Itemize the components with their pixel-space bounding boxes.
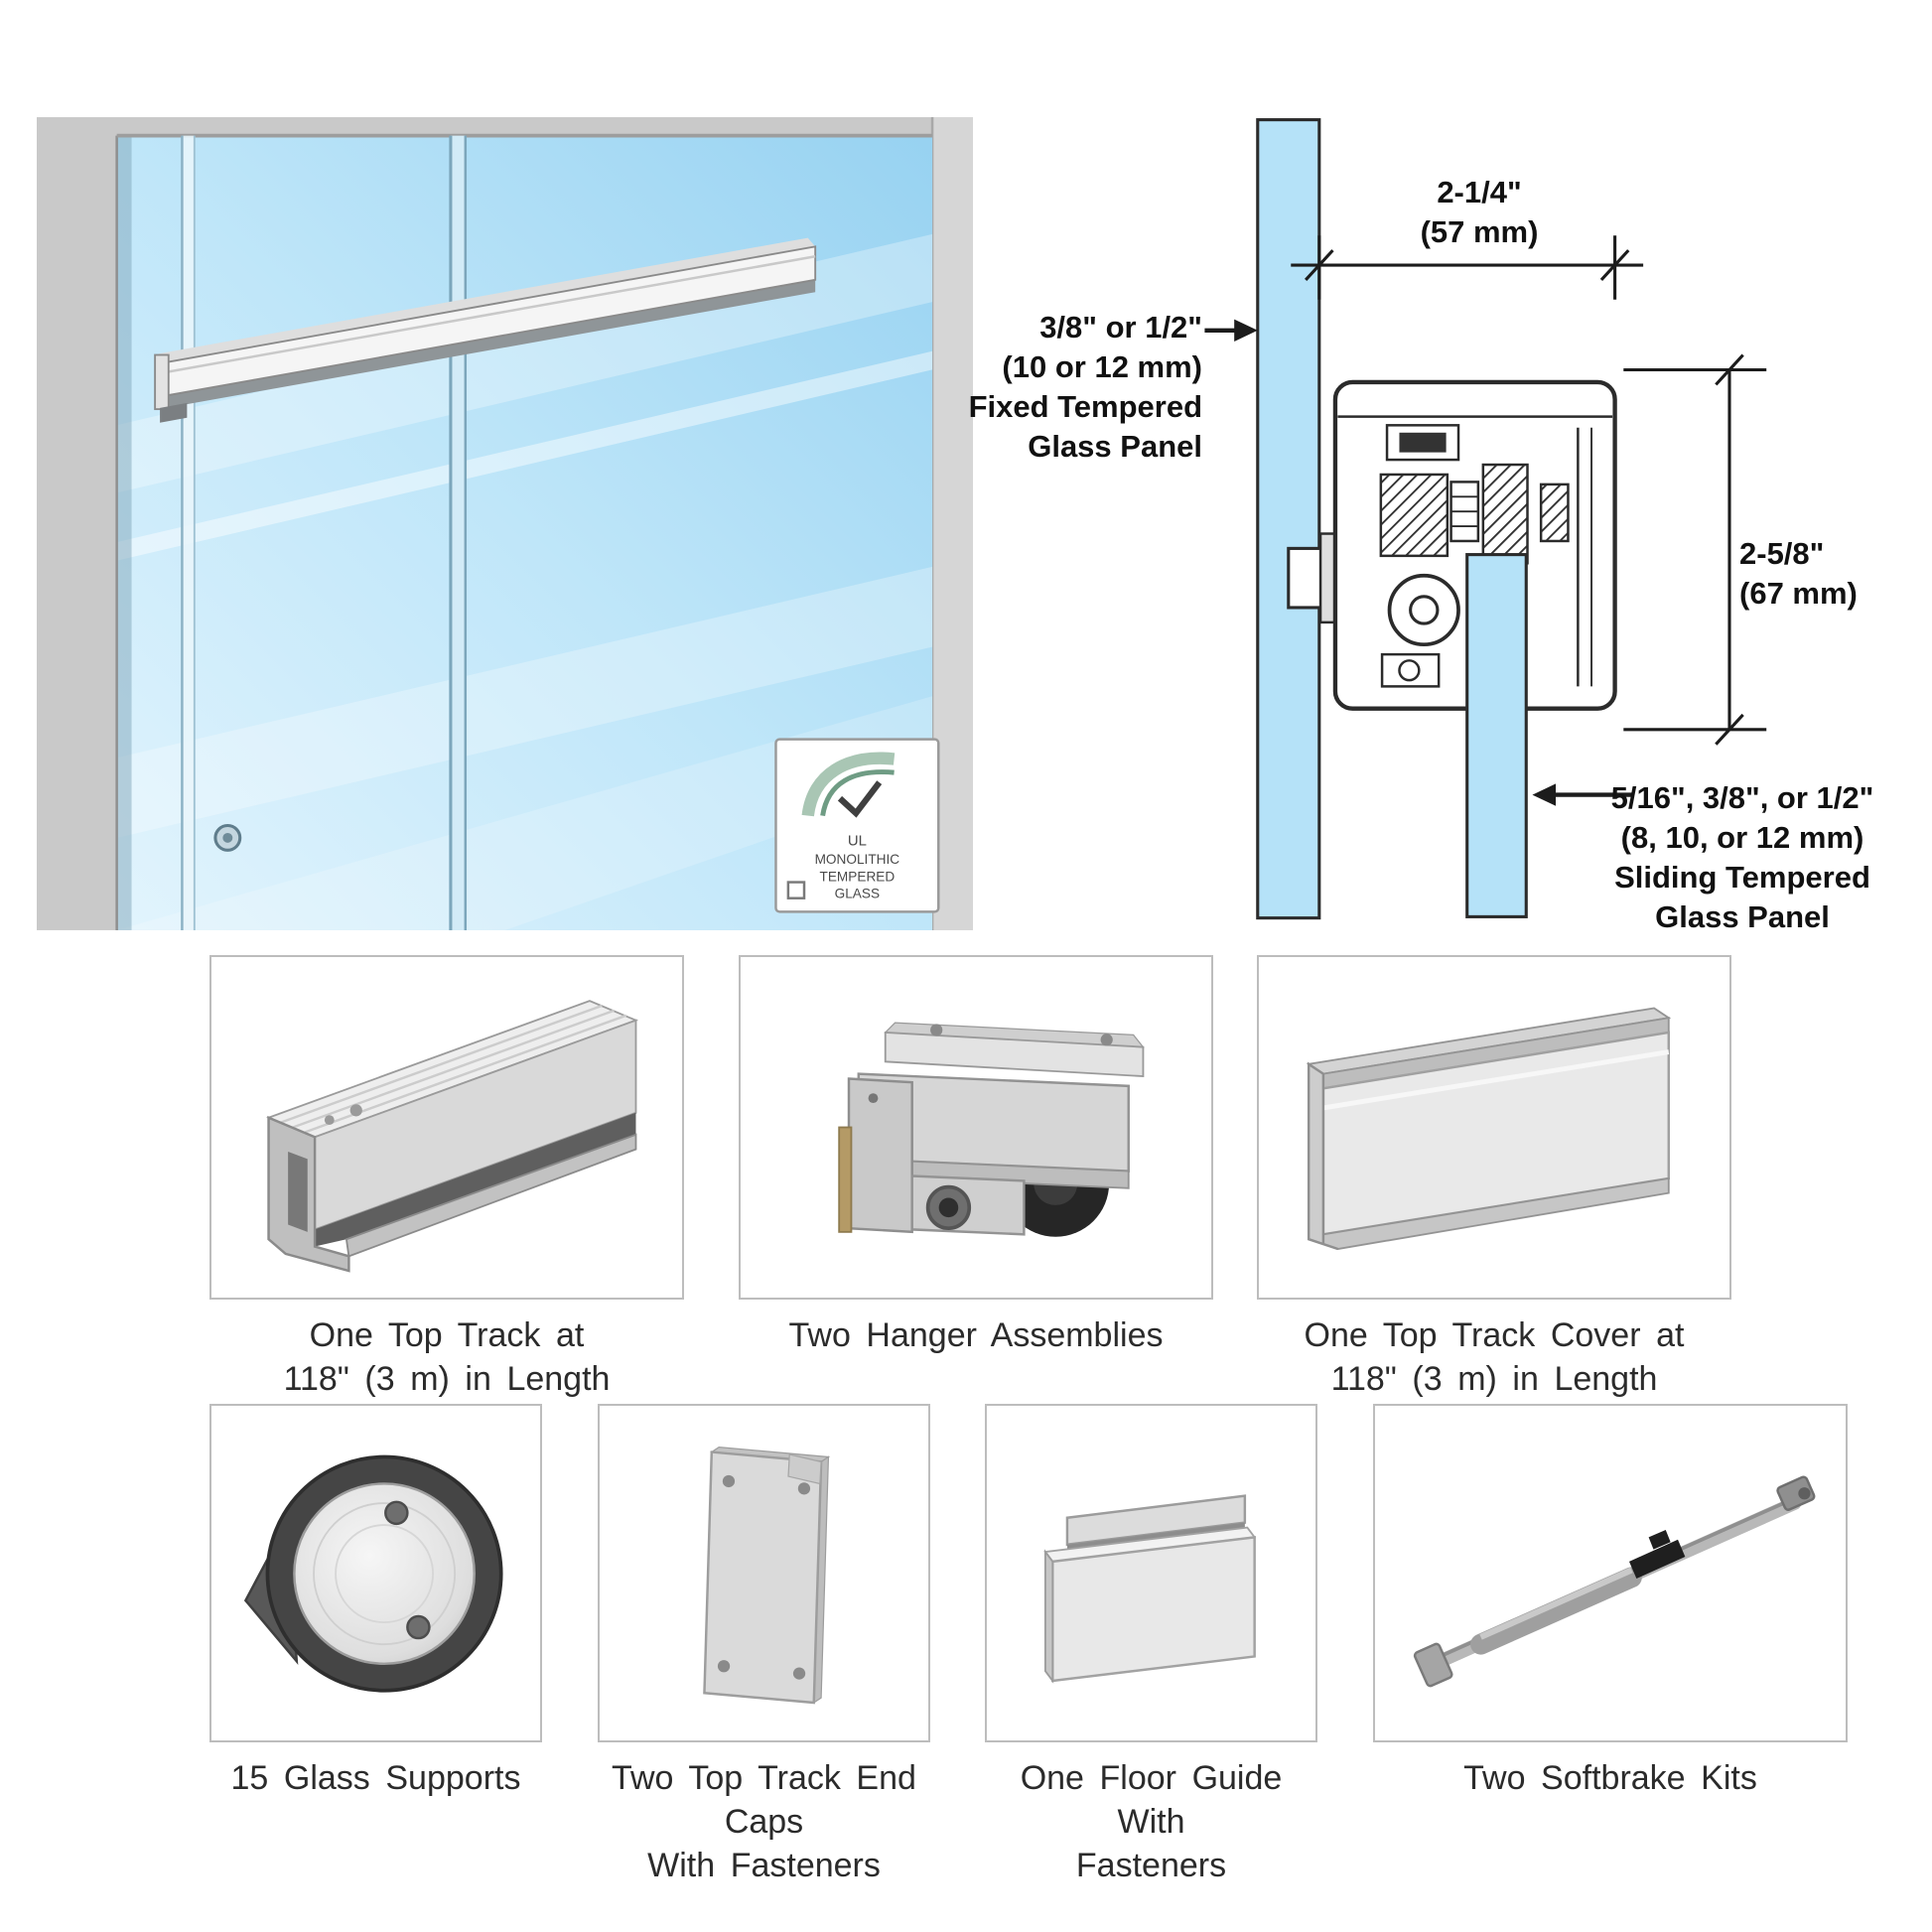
door-illustration: UL MONOLITHIC TEMPERED GLASS	[37, 117, 973, 930]
part-caption: 15 Glass Supports	[209, 1756, 542, 1800]
sliding-label-mm: (8, 10, or 12 mm)	[1620, 820, 1864, 855]
part-caption: Two Softbrake Kits	[1373, 1756, 1848, 1800]
tempered-glass-certification-logo: UL MONOLITHIC TEMPERED GLASS	[774, 738, 940, 913]
floor-guide-image	[1043, 1494, 1257, 1684]
cross-section-drawing	[1204, 118, 1767, 920]
part-image-box	[209, 955, 684, 1300]
dimension-height-label: 2-5/8" (67 mm)	[1739, 534, 1858, 614]
caption-line-1: One Top Track Cover at	[1304, 1316, 1685, 1354]
logo-text-1: UL	[848, 833, 867, 849]
door-pull	[213, 823, 242, 852]
sliding-glass-door-image: UL MONOLITHIC TEMPERED GLASS	[37, 117, 973, 930]
end-cap-image	[703, 1447, 831, 1705]
part-card-floor-guide: One Floor Guide With Fasteners	[985, 1404, 1317, 1887]
part-card-hanger-assemblies: Two Hanger Assemblies	[739, 955, 1213, 1357]
glass-support-image	[243, 1454, 503, 1693]
top-track-in-situ	[154, 237, 817, 423]
caption-line-1: One Floor Guide With	[1020, 1759, 1283, 1841]
caption-line-2: With Fasteners	[647, 1847, 881, 1884]
dim-width-value: 2-1/4"	[1437, 175, 1522, 209]
part-caption: One Floor Guide With Fasteners	[985, 1756, 1317, 1887]
sliding-panel-arrow	[1532, 783, 1634, 806]
caption-line-2: 118" (3 m) in Length	[283, 1360, 611, 1398]
hanger-assembly-image	[838, 1022, 1145, 1237]
part-image-box	[598, 1404, 930, 1742]
fixed-label-sizes: 3/8" or 1/2"	[1039, 310, 1202, 345]
part-image-box	[985, 1404, 1317, 1742]
caption-line-1: Two Top Track End Caps	[612, 1759, 916, 1841]
part-card-softbrake-kits: Two Softbrake Kits	[1373, 1404, 1848, 1800]
fixed-panel-arrow	[1204, 319, 1258, 342]
sliding-panel-label: 5/16", 3/8", or 1/2" (8, 10, or 12 mm) S…	[1611, 778, 1874, 937]
part-image-box	[209, 1404, 542, 1742]
part-image-box	[739, 955, 1213, 1300]
sliding-label-name1: Sliding Tempered	[1614, 860, 1870, 895]
logo-text-3: TEMPERED	[820, 869, 896, 884]
dim-height-mm: (67 mm)	[1739, 576, 1858, 611]
fixed-label-name2: Glass Panel	[1028, 429, 1202, 464]
caption-line-1: Two Softbrake Kits	[1463, 1759, 1757, 1797]
part-caption: One Top Track Cover at 118" (3 m) in Len…	[1257, 1313, 1731, 1401]
caption-line-2: Fasteners	[1075, 1847, 1227, 1884]
softbrake-kit-image	[1413, 1475, 1816, 1688]
part-card-top-track: One Top Track at 118" (3 m) in Length	[209, 955, 684, 1401]
dim-width-mm: (57 mm)	[1420, 214, 1539, 249]
caption-line-1: One Top Track at	[309, 1316, 585, 1354]
caption-line-1: Two Hanger Assemblies	[788, 1316, 1164, 1354]
logo-text-2: MONOLITHIC	[815, 852, 900, 867]
sliding-label-name2: Glass Panel	[1655, 899, 1830, 934]
dimension-width-label: 2-1/4" (57 mm)	[1421, 173, 1539, 252]
dim-height-value: 2-5/8"	[1739, 536, 1825, 571]
caption-line-2: 118" (3 m) in Length	[1330, 1360, 1658, 1398]
right-dimension-lines	[1623, 353, 1767, 746]
top-track-image	[266, 1000, 639, 1273]
part-card-top-track-cover: One Top Track Cover at 118" (3 m) in Len…	[1257, 955, 1731, 1401]
part-image-box	[1373, 1404, 1848, 1742]
fixed-label-name1: Fixed Tempered	[968, 389, 1202, 424]
logo-text-4: GLASS	[835, 887, 880, 901]
sliding-glass-panel	[1465, 553, 1528, 918]
sliding-label-sizes: 5/16", 3/8", or 1/2"	[1610, 780, 1874, 815]
fixed-panel-label: 3/8" or 1/2" (10 or 12 mm) Fixed Tempere…	[969, 308, 1202, 467]
part-caption: Two Top Track End Caps With Fasteners	[598, 1756, 930, 1887]
fixed-label-mm: (10 or 12 mm)	[1002, 349, 1202, 384]
part-image-box	[1257, 955, 1731, 1300]
part-caption: One Top Track at 118" (3 m) in Length	[209, 1313, 684, 1401]
top-track-cover-image	[1306, 1007, 1672, 1251]
caption-line-1: 15 Glass Supports	[230, 1759, 521, 1797]
fixed-glass-panel	[1256, 118, 1321, 920]
top-dimension-lines	[1291, 235, 1644, 300]
part-card-glass-supports: 15 Glass Supports	[209, 1404, 542, 1800]
cross-section-diagram: 2-1/4" (57 mm) 2-5/8" (67 mm) 3/8" or 1/…	[969, 117, 1929, 955]
part-card-end-caps: Two Top Track End Caps With Fasteners	[598, 1404, 930, 1887]
part-caption: Two Hanger Assemblies	[739, 1313, 1213, 1357]
